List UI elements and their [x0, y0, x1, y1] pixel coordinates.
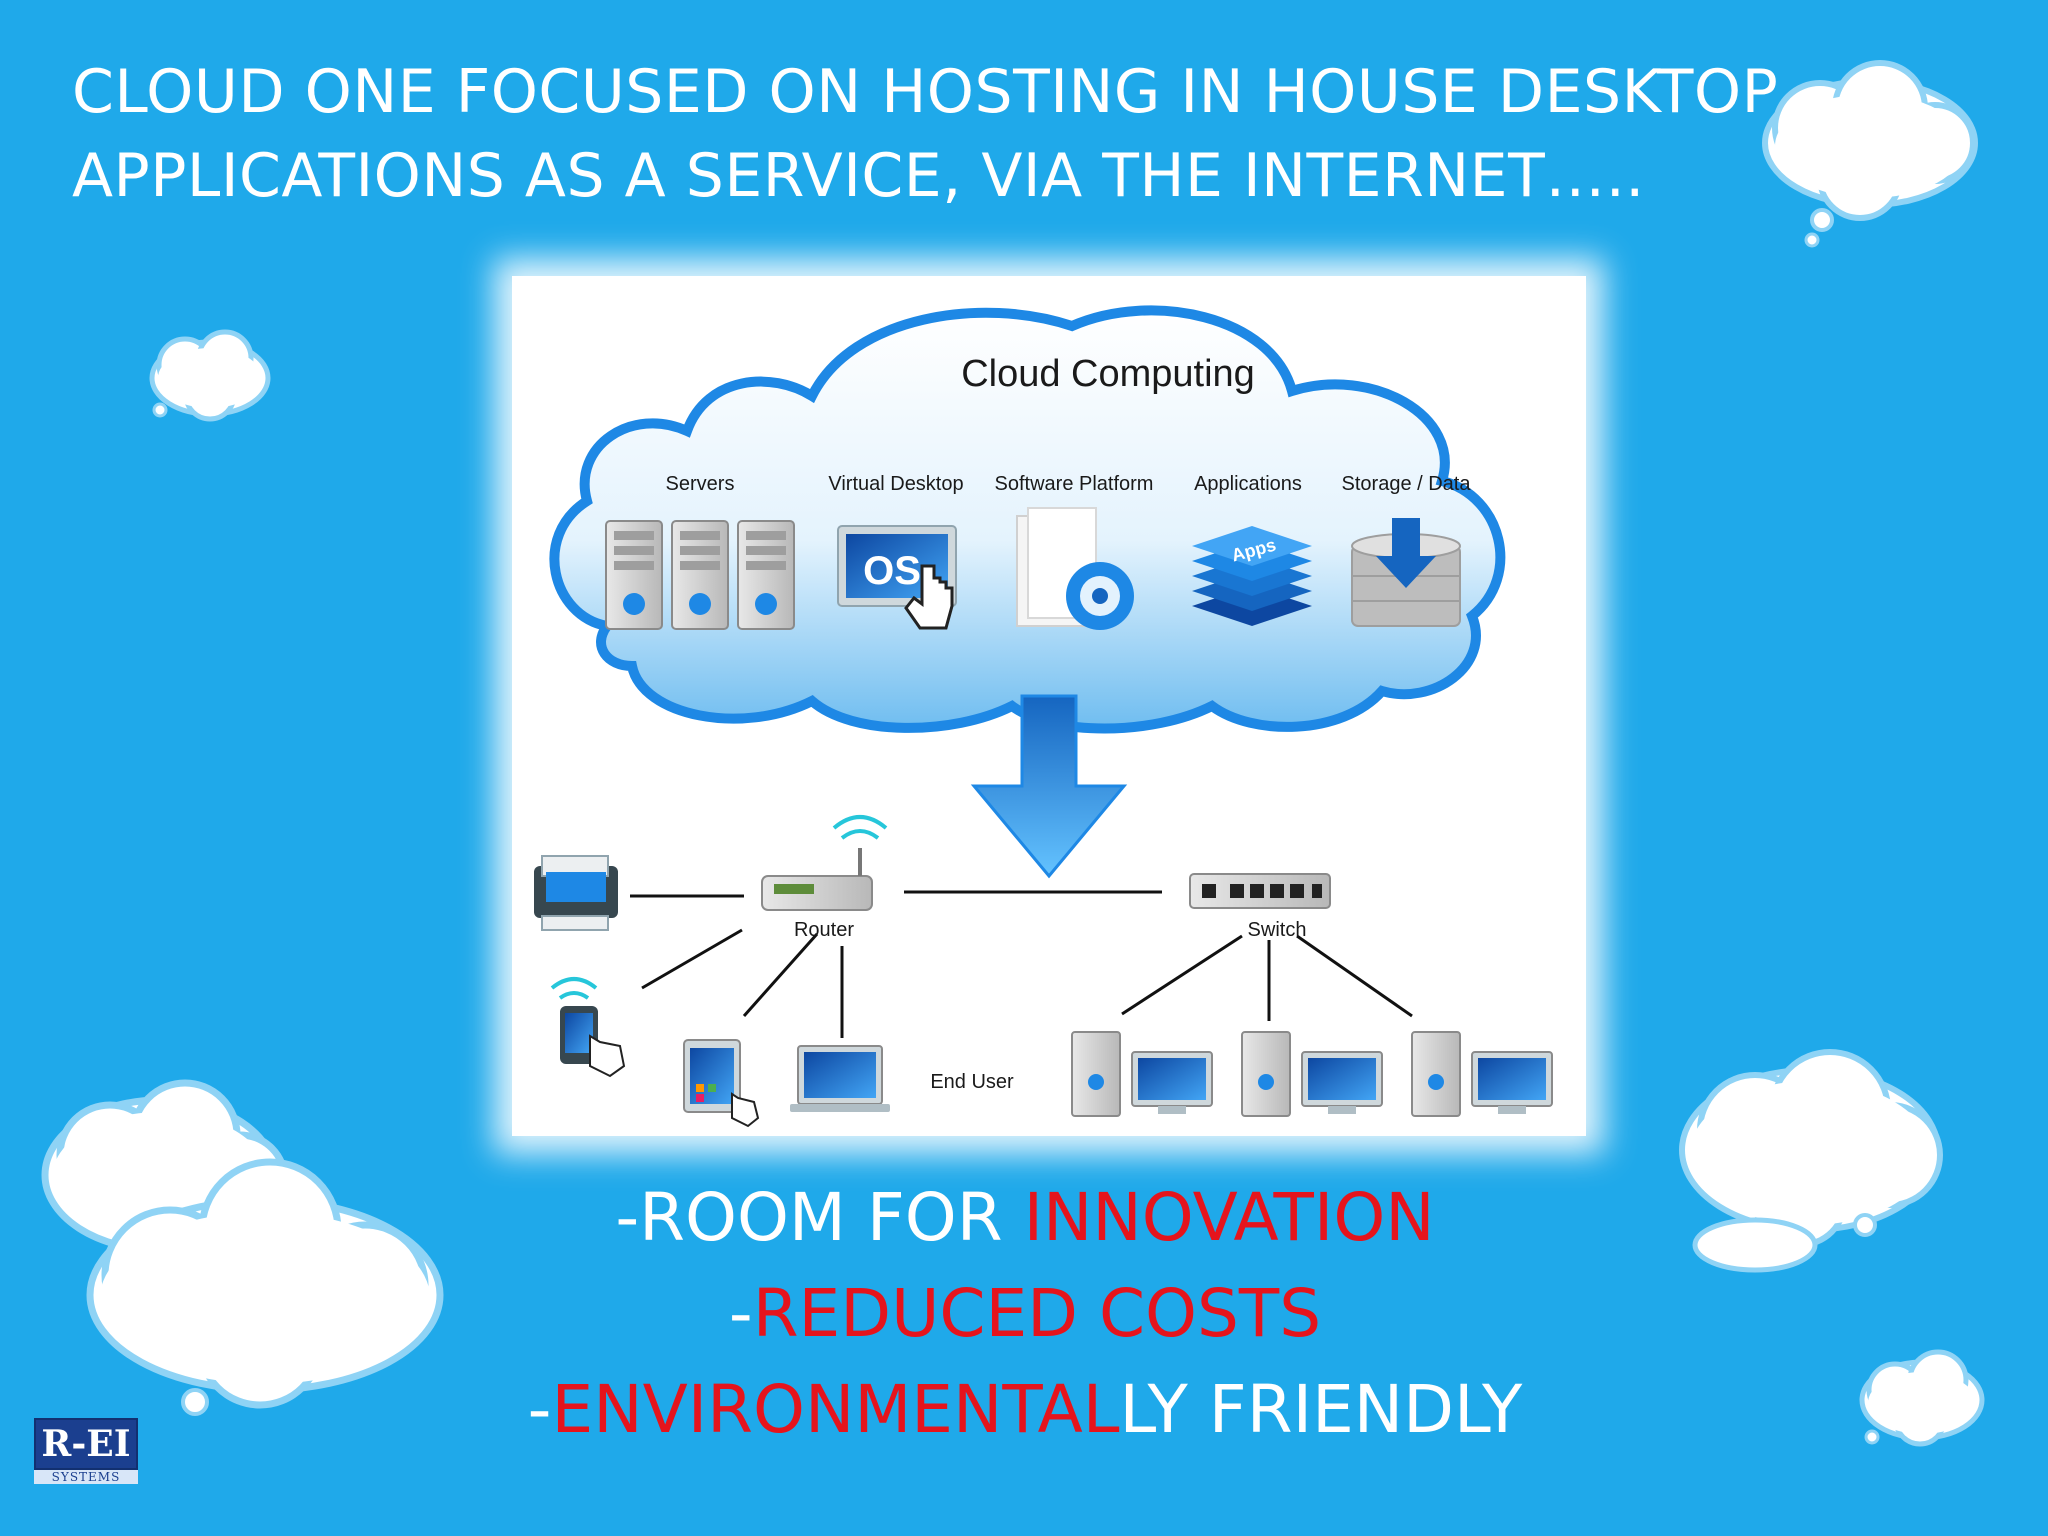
tablet-icon: [683, 1039, 760, 1128]
label-software-platform: Software Platform: [995, 473, 1154, 495]
rei-systems-logo: R-EI SYSTEMS: [34, 1418, 138, 1498]
router-icon: [761, 815, 888, 911]
title-line-2: APPLICATIONS AS A SERVICE, VIA THE INTER…: [72, 141, 1645, 211]
download-arrow-icon: [970, 694, 1128, 879]
cloud-icon-top-right: [1762, 60, 1978, 248]
switch-icon: [1189, 873, 1331, 909]
slide-title: CLOUD ONE FOCUSED ON HOSTING IN HOUSE DE…: [72, 50, 1779, 218]
benefits-list: -ROOM FOR INNOVATION -REDUCED COSTS -ENV…: [400, 1170, 1650, 1458]
network-links: [630, 890, 1413, 1038]
virtual-desktop-icon: OS: [837, 525, 957, 630]
router-label: Router: [794, 919, 854, 941]
cloud-icon-bottom-right: [1679, 1049, 1943, 1273]
end-user-label: End User: [930, 1071, 1014, 1093]
cloud-icon-bottom-right-small: [1859, 1349, 1985, 1447]
desktop-computer-icon-2: [1241, 1031, 1383, 1117]
cloud-icon-left-small: [149, 329, 271, 422]
benefit-environmentally-friendly: -ENVIRONMENTALLY FRIENDLY: [527, 1371, 1523, 1448]
cloud-icon-bottom-left: [41, 1079, 444, 1416]
label-servers: Servers: [666, 473, 735, 495]
svg-text:OS: OS: [863, 549, 921, 593]
desktop-computer-icon-3: [1411, 1031, 1553, 1117]
benefit-innovation: -ROOM FOR INNOVATION: [615, 1179, 1435, 1256]
phone-icon: [550, 977, 626, 1078]
label-storage-data: Storage / Data: [1342, 473, 1472, 495]
desktop-computer-icon-1: [1071, 1031, 1213, 1117]
diagram-heading: Cloud Computing: [961, 353, 1255, 395]
laptop-icon: [790, 1045, 890, 1112]
printer-icon: [534, 855, 618, 931]
label-applications: Applications: [1194, 473, 1302, 495]
cloud-computing-diagram: Cloud Computing Servers Virtual Desktop …: [512, 276, 1586, 1136]
benefit-reduced-costs: -REDUCED COSTS: [728, 1275, 1322, 1352]
storage-data-icon: [1351, 518, 1461, 627]
title-line-1: CLOUD ONE FOCUSED ON HOSTING IN HOUSE DE…: [72, 57, 1779, 127]
applications-icon: Apps: [1192, 526, 1312, 626]
logo-subtext: SYSTEMS: [34, 1470, 138, 1484]
logo-mark: R-EI: [34, 1418, 138, 1470]
label-virtual-desktop: Virtual Desktop: [828, 473, 963, 495]
switch-label: Switch: [1248, 919, 1307, 941]
servers-icon: [605, 520, 795, 630]
software-platform-icon: [1016, 507, 1134, 630]
